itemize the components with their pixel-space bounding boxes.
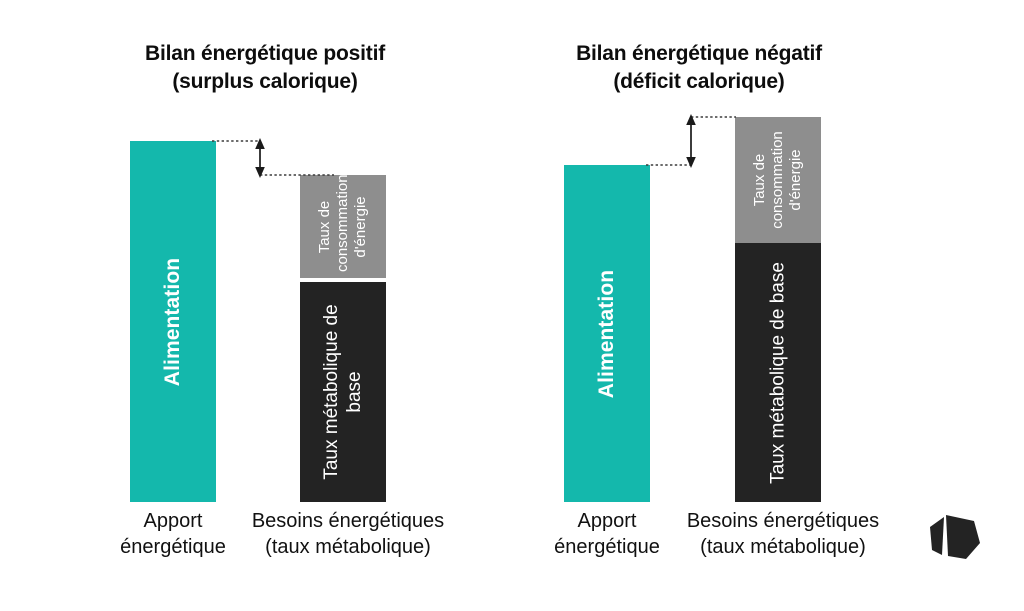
bar-label-bmr-positive: Taux métabolique de base — [320, 304, 365, 480]
panel-negative-balance: Bilan énergétique négatif (déficit calor… — [464, 0, 934, 611]
caption-line-2: énergétique — [120, 536, 226, 558]
bar-intake-positive: Alimentation — [130, 141, 216, 502]
axis-caption-intake-positive: Apport énergétique — [92, 508, 254, 560]
brand-logo-icon — [922, 505, 990, 567]
gap-arrow-deficit — [646, 111, 826, 181]
gap-arrow-surplus — [212, 135, 372, 195]
bar-label-bmr-negative: Taux métabolique de base — [767, 261, 789, 484]
caption-line-1: Apport — [143, 510, 203, 532]
axis-caption-intake-negative: Apport énergétique — [526, 508, 688, 560]
bar-intake-negative: Alimentation — [564, 165, 650, 502]
bar-label-energy-consumption-positive: Taux de consommation d'énergie — [316, 173, 369, 272]
bar-label-alimentation-positive: Alimentation — [161, 257, 184, 386]
caption-line-1: Apport — [577, 510, 637, 532]
bar-basal-metabolic-rate-negative: Taux métabolique de base — [735, 243, 821, 502]
panel-title-positive: Bilan énergétique positif (surplus calor… — [30, 40, 500, 95]
axis-caption-expenditure-positive: Besoins énergétiques (taux métabolique) — [230, 508, 466, 560]
bar-basal-metabolic-rate-positive: Taux métabolique de base — [300, 282, 386, 502]
panel-title-negative: Bilan énergétique négatif (déficit calor… — [464, 40, 934, 95]
caption-line-2: (taux métabolique) — [265, 536, 431, 558]
panel-title-line-2: (déficit calorique) — [613, 69, 785, 93]
panel-title-line-1: Bilan énergétique négatif — [576, 42, 822, 65]
panel-title-line-1: Bilan énergétique positif — [144, 42, 386, 65]
panel-positive-balance: Bilan énergétique positif (surplus calor… — [30, 0, 500, 611]
bar-energy-consumption-positive: Taux de consommation d'énergie — [300, 173, 386, 278]
bar-energy-consumption-negative: Taux de consommation d'énergie — [735, 117, 821, 243]
caption-line-1: Besoins énergétiques — [686, 510, 880, 532]
caption-line-2: énergétique — [554, 536, 660, 558]
caption-line-2: (taux métabolique) — [700, 536, 866, 558]
bar-label-alimentation-negative: Alimentation — [595, 269, 618, 398]
axis-caption-expenditure-negative: Besoins énergétiques (taux métabolique) — [664, 508, 902, 560]
panel-title-line-2: (surplus calorique) — [172, 69, 358, 93]
caption-line-1: Besoins énergétiques — [251, 510, 445, 532]
